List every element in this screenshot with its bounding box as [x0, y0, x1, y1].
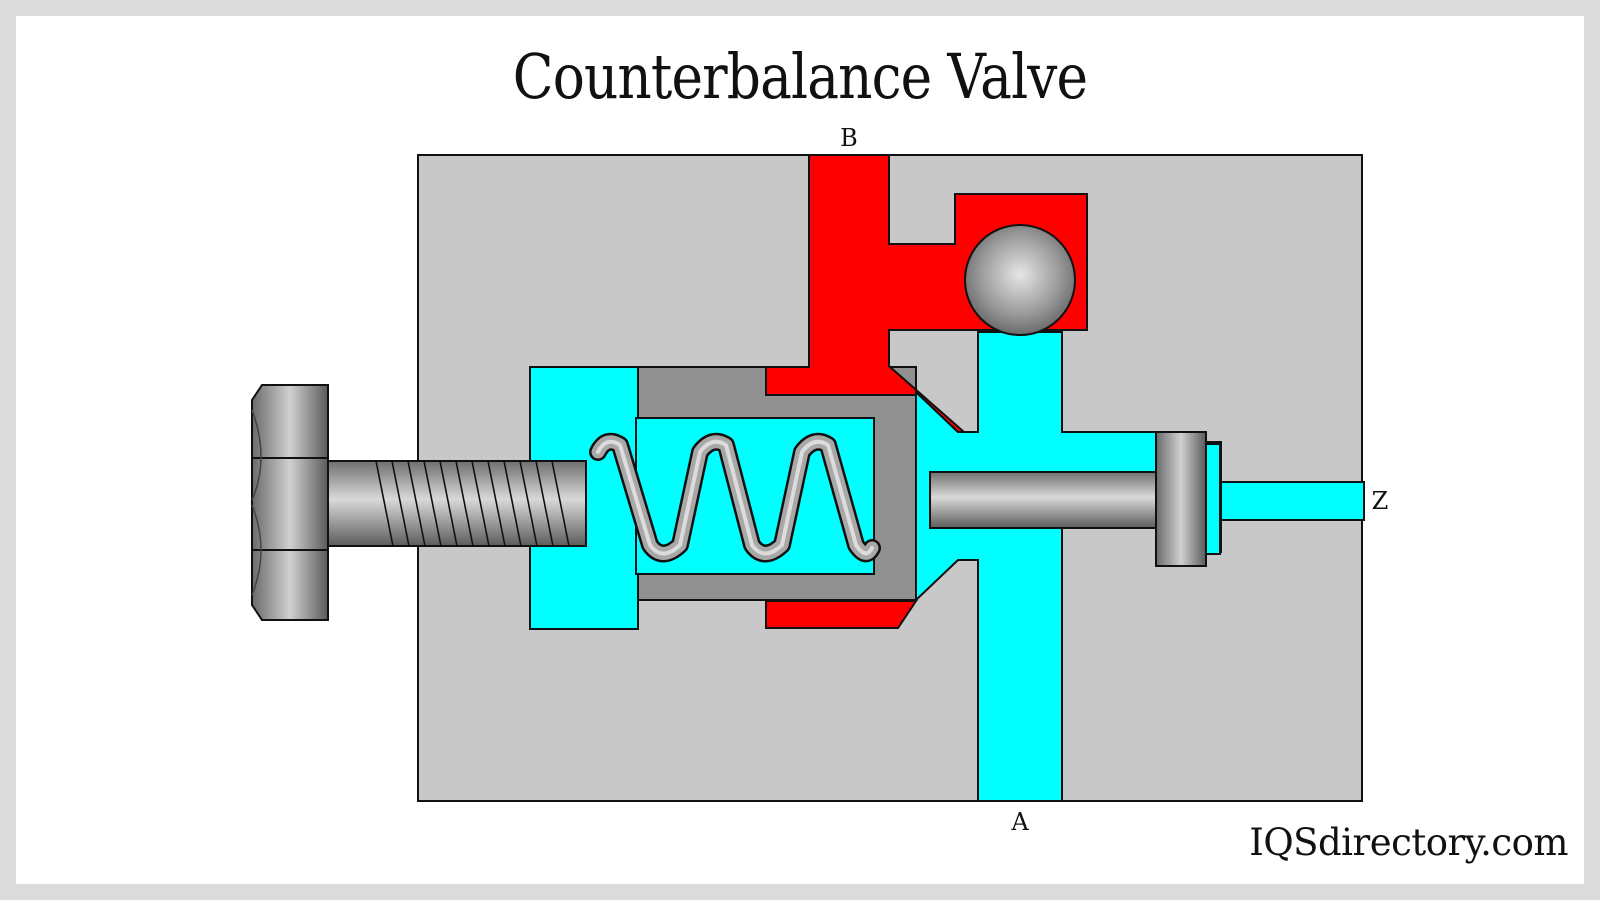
- piston-cap: [1205, 443, 1221, 555]
- adjustment-bolt: [251, 384, 587, 621]
- port-label-b: B: [840, 124, 858, 152]
- port-label-a: A: [1010, 808, 1029, 836]
- port-label-z: Z: [1372, 487, 1389, 515]
- piston-head: [1155, 431, 1207, 567]
- check-ball: [964, 224, 1076, 336]
- spring: [589, 432, 881, 563]
- iqs-watermark: IQSdirectory.com: [1249, 821, 1568, 864]
- bolt-hex-head: [251, 384, 329, 621]
- bolt-shank: [327, 460, 587, 547]
- bolt-threads: [375, 460, 570, 547]
- diagram-title: Counterbalance Valve: [512, 40, 1088, 113]
- load-fluid-passages: [765, 154, 1088, 629]
- piston-rod: [929, 471, 1161, 529]
